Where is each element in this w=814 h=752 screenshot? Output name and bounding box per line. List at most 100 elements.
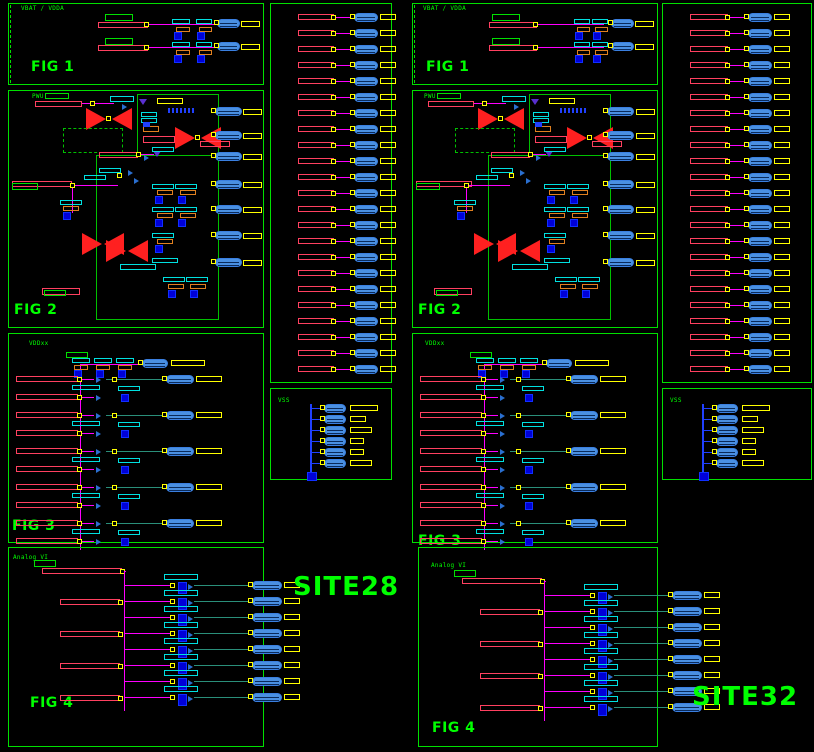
pin-body[interactable] (354, 253, 378, 262)
pin-body[interactable] (215, 152, 242, 161)
pin-body[interactable] (354, 93, 378, 102)
pin-body[interactable] (324, 437, 346, 446)
pin-body[interactable] (215, 131, 242, 140)
pin-body[interactable] (166, 519, 194, 528)
pin-body[interactable] (217, 19, 240, 28)
pin-body[interactable] (215, 231, 242, 240)
pin-body[interactable] (748, 125, 772, 134)
pin-body[interactable] (354, 189, 378, 198)
pin-body[interactable] (607, 107, 634, 116)
pin-body[interactable] (748, 93, 772, 102)
pin-body[interactable] (570, 375, 598, 384)
pin-body[interactable] (324, 415, 346, 424)
pin-body[interactable] (215, 107, 242, 116)
pin-body[interactable] (672, 591, 702, 600)
pin-body[interactable] (354, 349, 378, 358)
pin-body[interactable] (716, 437, 738, 446)
pin-body[interactable] (716, 426, 738, 435)
pin-body[interactable] (217, 42, 240, 51)
pin-body[interactable] (748, 285, 772, 294)
pin-body[interactable] (354, 205, 378, 214)
pin-body[interactable] (748, 141, 772, 150)
pin-body[interactable] (354, 237, 378, 246)
pin-body[interactable] (748, 61, 772, 70)
pin-body[interactable] (166, 411, 194, 420)
pin-body[interactable] (748, 189, 772, 198)
pin-body[interactable] (354, 61, 378, 70)
pin-body[interactable] (607, 152, 634, 161)
pin-body[interactable] (252, 693, 282, 702)
fig2-subblock-b[interactable] (63, 128, 123, 153)
pin-body[interactable] (324, 426, 346, 435)
pin-body[interactable] (748, 173, 772, 182)
pin-body[interactable] (716, 448, 738, 457)
pin-body[interactable] (252, 581, 282, 590)
pin-body[interactable] (166, 447, 194, 456)
fig3-panel-site28[interactable] (8, 333, 264, 543)
pin-body[interactable] (672, 671, 702, 680)
fig2-subblock-b[interactable] (455, 128, 515, 153)
pin-body[interactable] (748, 13, 772, 22)
pin-body[interactable] (748, 221, 772, 230)
device-symbol[interactable] (498, 240, 540, 262)
pin-body[interactable] (748, 77, 772, 86)
pin-body[interactable] (252, 597, 282, 606)
pin-body[interactable] (607, 231, 634, 240)
pin-body[interactable] (570, 447, 598, 456)
pin-body[interactable] (354, 109, 378, 118)
pin-body[interactable] (716, 459, 738, 468)
pin-body[interactable] (570, 411, 598, 420)
pin-body[interactable] (607, 258, 634, 267)
pin-body[interactable] (324, 448, 346, 457)
fig4-panel-site32[interactable] (418, 547, 658, 747)
fig2-panel-site32[interactable] (412, 90, 658, 328)
pin-body[interactable] (716, 404, 738, 413)
pin-body[interactable] (166, 483, 194, 492)
fig1-panel-site32[interactable] (412, 3, 658, 85)
pin-body[interactable] (354, 365, 378, 374)
vss-panel-site32[interactable] (662, 388, 812, 480)
pin-body[interactable] (748, 317, 772, 326)
pin-body[interactable] (748, 349, 772, 358)
fig1-panel-site28[interactable] (8, 3, 264, 85)
pin-body[interactable] (354, 29, 378, 38)
pin-body[interactable] (354, 301, 378, 310)
pin-body[interactable] (354, 221, 378, 230)
pin-body[interactable] (570, 483, 598, 492)
pin-body[interactable] (354, 45, 378, 54)
pin-body[interactable] (716, 415, 738, 424)
pin-body[interactable] (607, 180, 634, 189)
pin-body[interactable] (142, 359, 168, 368)
pin-body[interactable] (611, 42, 634, 51)
pin-body[interactable] (570, 519, 598, 528)
pin-body[interactable] (748, 333, 772, 342)
vss-panel-site28[interactable] (270, 388, 392, 480)
pin-body[interactable] (748, 365, 772, 374)
pin-body[interactable] (354, 157, 378, 166)
pin-body[interactable] (215, 205, 242, 214)
pin-body[interactable] (672, 607, 702, 616)
pin-body[interactable] (354, 77, 378, 86)
pin-body[interactable] (748, 45, 772, 54)
pin-body[interactable] (354, 141, 378, 150)
pin-body[interactable] (607, 131, 634, 140)
pin-body[interactable] (354, 285, 378, 294)
device-symbol[interactable] (478, 108, 524, 130)
pin-body[interactable] (611, 19, 634, 28)
pin-body[interactable] (354, 173, 378, 182)
pin-body[interactable] (607, 205, 634, 214)
pin-body[interactable] (354, 13, 378, 22)
pin-body[interactable] (546, 359, 572, 368)
pin-body[interactable] (748, 157, 772, 166)
pin-body[interactable] (215, 180, 242, 189)
pin-body[interactable] (748, 205, 772, 214)
pin-body[interactable] (324, 459, 346, 468)
pin-body[interactable] (354, 269, 378, 278)
pin-body[interactable] (354, 333, 378, 342)
pin-body[interactable] (748, 237, 772, 246)
pin-body[interactable] (215, 258, 242, 267)
device-symbol[interactable] (86, 108, 132, 130)
pin-body[interactable] (166, 375, 194, 384)
device-symbol[interactable] (106, 240, 148, 262)
pin-body[interactable] (672, 623, 702, 632)
